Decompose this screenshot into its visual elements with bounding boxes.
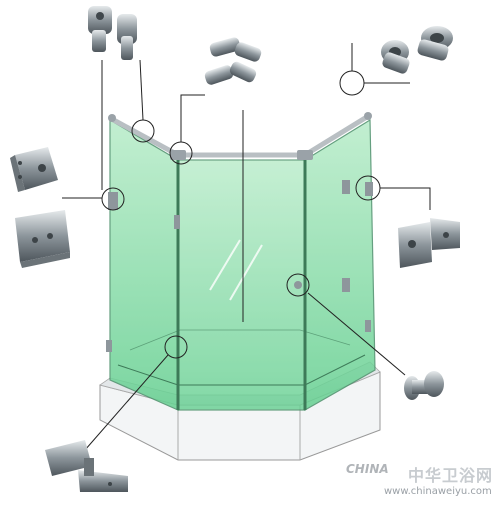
panel-hardware: [106, 180, 373, 352]
hinge-icon-glass: [398, 218, 460, 268]
leader-lines: [62, 43, 431, 451]
watermark-name: 中华卫浴网: [408, 466, 494, 485]
watermark-logo: CHINA: [346, 462, 389, 476]
glass-panel-left: [109, 118, 179, 411]
glass-panels: [109, 118, 376, 412]
rod-bracket-icon: [381, 26, 453, 74]
floor-hinge-icon: [45, 440, 128, 492]
knob-icon: [404, 371, 444, 400]
watermark-url: www.chinaweiyu.com: [384, 486, 492, 497]
elbow-connector-icon: [204, 37, 262, 85]
glass-panel-front: [177, 159, 306, 411]
glass-panel-right: [304, 118, 376, 412]
clamp-icon: [88, 6, 137, 60]
top-support-rod: [108, 112, 372, 160]
hinge-icon-wall: [15, 210, 70, 268]
hinge-icon-left: [10, 147, 58, 192]
